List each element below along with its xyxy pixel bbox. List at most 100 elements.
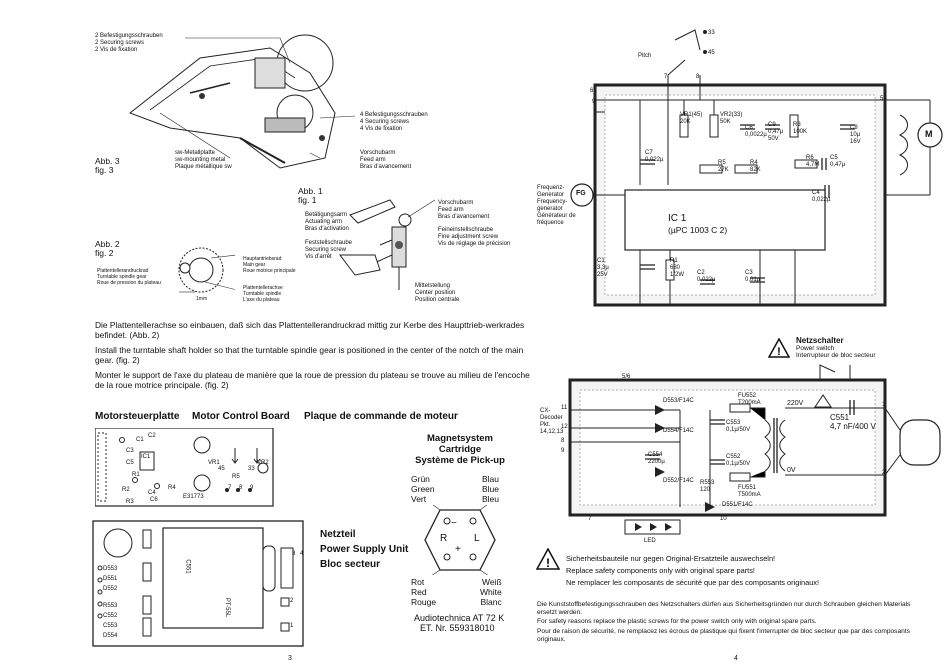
motor-vr1: VR1	[208, 460, 220, 466]
psu-pin-12: 12	[561, 424, 568, 430]
cartridge-title-fr: Système de Pick-up	[415, 455, 505, 466]
note-screws-de: Die Kunststoffbefestigungsschrauben des …	[537, 601, 911, 616]
psu-cx-decoder: CX- Decoder Pkt. 14,12,13	[540, 408, 564, 435]
cartridge-bottom-left-colors: Rot Red Rouge	[411, 577, 437, 607]
psu-3: 3	[292, 551, 296, 557]
psu-c554: C554 2200µ	[648, 452, 665, 465]
page-number-right: 4	[734, 655, 738, 662]
motor-r1: R1	[132, 472, 140, 478]
motor-control-schematic	[570, 29, 943, 307]
schematic-c4: C4 0,022µ	[812, 190, 831, 203]
psu-d554: D554/F14C	[663, 428, 694, 434]
psu-d551: D551/F14C	[722, 502, 753, 508]
schematic-pitch-label: Pitch	[638, 53, 652, 59]
schematic-fg-label: Frequenz- Generator Frequency- generator…	[537, 185, 576, 226]
label-main-gear: Hauptantriebsrad Main gear Roue motrice …	[243, 256, 296, 274]
cartridge-bottom-right-colors: Weiß White Blanc	[480, 577, 502, 607]
schematic-c9: C9 0,47µ 50V	[768, 122, 784, 142]
power-switch-fr: Interrupteur de bloc secteur	[796, 352, 876, 359]
motor-r5: R5	[232, 474, 240, 480]
cartridge-part-number: ET. Nr. 559318010	[420, 623, 495, 633]
heading-motor-en: Motor Control Board	[192, 411, 290, 422]
label-fine-adjust: Feineinstellschraube Fine adjustment scr…	[438, 227, 511, 247]
motor-9: 9	[250, 485, 254, 491]
note-screws-en: For safety reasons replace the plastic s…	[537, 618, 817, 625]
schematic-vr1: VR1(45) 20K	[680, 112, 703, 125]
schematic-c1: C1 3,3µ 25V	[597, 258, 609, 278]
schematic-r4: R4 82K	[750, 160, 761, 173]
psu-pin-7: 7	[588, 516, 592, 522]
psu-c552: C552	[103, 613, 118, 619]
cartridge-right-colors: Blau Blue Bleu	[482, 474, 500, 504]
label-metal-plate: sw-Metallplatte sw-mounting metal Plaque…	[175, 150, 232, 170]
psu-d552: D552	[103, 586, 118, 592]
motor-c5: C5	[126, 460, 134, 466]
psu-r553: R553 120	[700, 480, 715, 493]
schematic-c2: C2 0,022µ	[697, 270, 716, 283]
psu-fu551: FU551 T500mA	[738, 485, 761, 498]
cartridge-title-de: Magnetsystem	[427, 433, 493, 444]
power-supply-schematic	[568, 364, 941, 535]
instruction-en: Install the turntable shaft holder so th…	[95, 345, 524, 365]
heading-motor-de: Motorsteuerplatte	[95, 411, 180, 422]
warning-triangle-icon: !	[768, 338, 790, 358]
psu-c553: C553	[103, 623, 118, 629]
safety-warning-fr: Ne remplacer les composants de sécurité …	[566, 578, 820, 587]
schematic-45: 45	[708, 50, 715, 56]
svg-text:!: !	[546, 556, 550, 570]
label-2-securing-screws: 2 Befestigungsschrauben 2 Securing screw…	[95, 33, 163, 53]
note-screws-fr: Pour de raison de sécurité, ne remplacez…	[537, 628, 910, 643]
psu-d554: D554	[103, 633, 118, 639]
schematic-pin-8: 8	[696, 74, 700, 80]
motor-c2: C2	[148, 433, 156, 439]
fig2-caption: Abb. 2 fig. 2	[95, 239, 120, 258]
psu-d553: D553	[103, 566, 118, 572]
motor-7: 7	[228, 485, 232, 491]
label-feed-arm-1: Vorschubarm Feed arm Bras d'avancement	[360, 150, 412, 170]
power-switch-de: Netzschalter	[796, 336, 844, 345]
psu-4: 4	[300, 551, 304, 557]
motor-control-pcb	[95, 428, 274, 507]
psu-pin-11: 11	[561, 405, 568, 411]
label-fixing-screw: Feststellschraube Securing screw Vis d'a…	[305, 240, 353, 260]
cartridge-title-en: Cartridge	[438, 444, 482, 455]
motor-ic1: IC1	[141, 454, 151, 460]
page-number-left: 3	[288, 655, 292, 662]
cartridge-left-colors: Grün Green Vert	[411, 474, 435, 504]
psu-d553: D553/F14C	[663, 398, 694, 404]
motor-c4: C4	[148, 490, 156, 496]
power-switch-en: Power switch	[796, 345, 835, 352]
psu-pin-9: 9	[561, 448, 565, 454]
label-spindle: Plattentellerachse Turntable spindle L'a…	[243, 285, 283, 303]
fig1-caption: Abb. 1 fig. 1	[298, 186, 323, 205]
psu-pin-5-6: 5/6	[622, 374, 631, 380]
psu-2: 2	[290, 598, 294, 604]
psu-d552: D552/F14C	[663, 478, 694, 484]
cartridge-plus: +	[455, 544, 461, 555]
schematic-fg-symbol: FG	[576, 190, 586, 197]
safety-warning-de: Sicherheitsbauteile nur gegen Original-E…	[566, 554, 776, 563]
motor-45: 45	[218, 466, 225, 472]
schematic-r5: R5 27K	[718, 160, 729, 173]
schematic-c7: C7 0,022µ	[645, 150, 664, 163]
label-4-securing-screws: 4 Befestigungsschrauben 4 Securing screw…	[360, 112, 428, 132]
cartridge-pin-diagram	[424, 505, 496, 575]
power-supply-en: Power Supply Unit	[320, 544, 409, 555]
schematic-pin-5: 5	[880, 96, 884, 102]
schematic-c6: C6 0,0022µ	[745, 125, 767, 138]
motor-33: 33	[248, 466, 255, 472]
schematic-r1: R1 680 1/2W	[670, 258, 685, 278]
svg-text:!: !	[777, 346, 781, 358]
label-dimension-1mm: 1mm	[196, 296, 208, 302]
psu-220v: 220V	[787, 400, 804, 407]
schematic-ic1-part: (µPC 1003 C 2)	[668, 225, 728, 235]
power-supply-pcb	[92, 520, 304, 647]
feed-arm-adjustment-drawing	[339, 199, 436, 290]
motor-r2: R2	[122, 487, 130, 493]
psu-pin-2: 2	[882, 470, 886, 476]
schematic-vr2: VR2(33) 50K	[720, 112, 743, 125]
schematic-motor: M	[925, 129, 933, 139]
label-actuating-arm: Betätigungsarm Actuating arm Bras d'acti…	[305, 212, 349, 232]
psu-c552: C552 0,1µ/50V	[726, 454, 751, 467]
psu-0v: 0V	[787, 467, 796, 474]
